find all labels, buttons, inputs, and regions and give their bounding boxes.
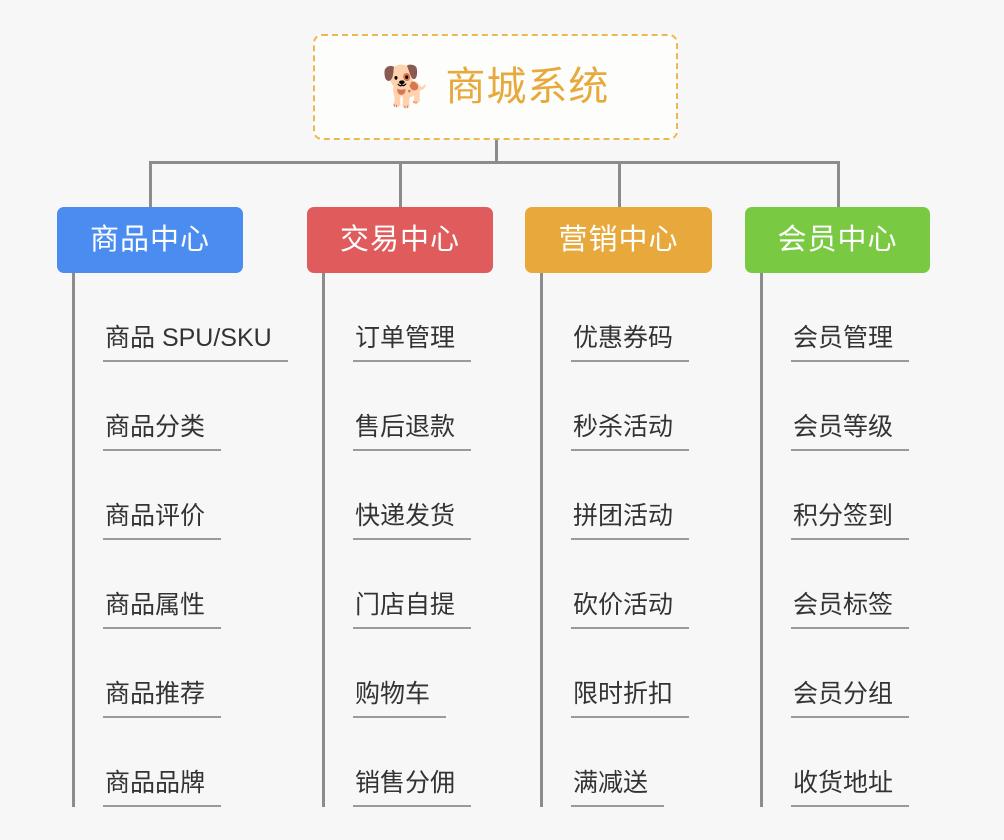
leaf-underline: 售后退款 — [353, 413, 472, 451]
leaf-underline: 订单管理 — [353, 324, 472, 362]
leaf-item-label: 商品评价 — [105, 502, 206, 530]
leaf-item-label: 拼团活动 — [573, 502, 674, 530]
leaf-item[interactable]: 商品推荐 — [72, 629, 288, 718]
leaf-item[interactable]: 商品属性 — [72, 540, 288, 629]
leaf-item-label: 门店自提 — [355, 591, 456, 619]
branch-spine-member-center — [760, 273, 763, 807]
leaf-item[interactable]: 门店自提 — [322, 540, 472, 629]
leaf-underline: 销售分佣 — [353, 769, 472, 807]
leaf-item-label: 秒杀活动 — [573, 413, 674, 441]
leaf-underline: 满减送 — [571, 769, 665, 807]
leaf-item[interactable]: 快递发货 — [322, 451, 472, 540]
leaf-item[interactable]: 商品评价 — [72, 451, 288, 540]
leaf-item[interactable]: 会员标签 — [760, 540, 910, 629]
leaf-item-label: 销售分佣 — [355, 769, 456, 797]
branch-header-marketing-center[interactable]: 营销中心 — [525, 207, 712, 273]
leaf-item-label: 商品分类 — [105, 413, 206, 441]
leaf-item-label: 商品推荐 — [105, 680, 206, 708]
leaf-item[interactable]: 会员分组 — [760, 629, 910, 718]
leaf-underline: 拼团活动 — [571, 502, 690, 540]
leaf-item[interactable]: 秒杀活动 — [540, 362, 690, 451]
leaf-item[interactable]: 收货地址 — [760, 718, 910, 807]
leaf-item[interactable]: 商品分类 — [72, 362, 288, 451]
branch-header-product-center[interactable]: 商品中心 — [57, 207, 243, 273]
leaf-item-label: 商品品牌 — [105, 769, 206, 797]
leaf-item-label: 会员等级 — [793, 413, 894, 441]
leaf-list-product-center: 商品 SPU/SKU 商品分类商品评价商品属性商品推荐商品品牌 — [72, 273, 288, 807]
leaf-item[interactable]: 砍价活动 — [540, 540, 690, 629]
leaf-item-label: 砍价活动 — [573, 591, 674, 619]
leaf-item-label: 收货地址 — [793, 769, 894, 797]
leaf-item[interactable]: 销售分佣 — [322, 718, 472, 807]
leaf-underline: 优惠券码 — [571, 324, 690, 362]
leaf-item[interactable]: 商品品牌 — [72, 718, 288, 807]
leaf-item[interactable]: 优惠券码 — [540, 273, 690, 362]
leaf-underline: 收货地址 — [791, 769, 910, 807]
leaf-underline: 砍价活动 — [571, 591, 690, 629]
branch-header-member-center[interactable]: 会员中心 — [745, 207, 930, 273]
leaf-item-label: 购物车 — [355, 680, 431, 708]
leaf-underline: 限时折扣 — [571, 680, 690, 718]
leaf-item[interactable]: 满减送 — [540, 718, 689, 807]
leaf-item[interactable]: 售后退款 — [322, 362, 472, 451]
leaf-item-label: 订单管理 — [355, 324, 456, 352]
leaf-item-label: 积分签到 — [793, 502, 894, 530]
branch-header-label: 会员中心 — [777, 223, 898, 256]
leaf-underline: 会员等级 — [791, 413, 910, 451]
connector-branch-drop-marketing-center — [618, 161, 621, 209]
branch-spine-marketing-center — [540, 273, 543, 807]
root-node[interactable]: 🐕 商城系统 — [313, 34, 678, 140]
branch-header-trade-center[interactable]: 交易中心 — [307, 207, 493, 273]
leaf-underline: 商品分类 — [103, 413, 222, 451]
leaf-item-label: 商品属性 — [105, 591, 206, 619]
branch-spine-product-center — [72, 273, 75, 807]
leaf-underline: 商品评价 — [103, 502, 222, 540]
leaf-item[interactable]: 会员管理 — [760, 273, 910, 362]
leaf-list-marketing-center: 优惠券码秒杀活动拼团活动砍价活动限时折扣满减送 — [540, 273, 690, 807]
connector-branch-drop-member-center — [837, 161, 840, 209]
leaf-underline: 秒杀活动 — [571, 413, 690, 451]
leaf-item-label: 会员分组 — [793, 680, 894, 708]
leaf-list-trade-center: 订单管理售后退款快递发货门店自提购物车销售分佣 — [322, 273, 472, 807]
leaf-item-label: 会员标签 — [793, 591, 894, 619]
leaf-underline: 商品属性 — [103, 591, 222, 629]
leaf-item-label: 满减送 — [573, 769, 649, 797]
branch-header-label: 交易中心 — [339, 223, 460, 256]
leaf-item[interactable]: 拼团活动 — [540, 451, 690, 540]
leaf-item[interactable]: 积分签到 — [760, 451, 910, 540]
leaf-item-label: 商品 SPU/SKU — [105, 324, 272, 352]
leaf-underline: 快递发货 — [353, 502, 472, 540]
leaf-underline: 门店自提 — [353, 591, 472, 629]
leaf-item[interactable]: 购物车 — [322, 629, 471, 718]
leaf-underline: 商品品牌 — [103, 769, 222, 807]
leaf-underline: 商品 SPU/SKU — [103, 326, 288, 362]
leaf-item[interactable]: 会员等级 — [760, 362, 910, 451]
connector-root-stem — [495, 140, 498, 164]
leaf-item-label: 会员管理 — [793, 324, 894, 352]
leaf-underline: 积分签到 — [791, 502, 910, 540]
leaf-underline: 购物车 — [353, 680, 447, 718]
branch-header-label: 营销中心 — [558, 223, 679, 256]
connector-branch-drop-trade-center — [399, 161, 402, 209]
connector-horizontal-bus — [149, 161, 840, 164]
leaf-underline: 商品推荐 — [103, 680, 222, 718]
branch-header-label: 商品中心 — [89, 223, 210, 256]
leaf-underline: 会员标签 — [791, 591, 910, 629]
leaf-item[interactable]: 限时折扣 — [540, 629, 690, 718]
leaf-underline: 会员管理 — [791, 324, 910, 362]
leaf-item[interactable]: 商品 SPU/SKU — [72, 273, 288, 362]
leaf-item-label: 售后退款 — [355, 413, 456, 441]
leaf-underline: 会员分组 — [791, 680, 910, 718]
leaf-item-label: 优惠券码 — [573, 324, 674, 352]
connector-branch-drop-product-center — [149, 161, 152, 209]
leaf-item-label: 限时折扣 — [573, 680, 674, 708]
shiba-dog-face-icon: 🐕 — [381, 65, 432, 109]
leaf-item[interactable]: 订单管理 — [322, 273, 472, 362]
leaf-list-member-center: 会员管理会员等级积分签到会员标签会员分组收货地址 — [760, 273, 910, 807]
leaf-item-label: 快递发货 — [355, 502, 456, 530]
branch-spine-trade-center — [322, 273, 325, 807]
root-node-title: 商城系统 — [445, 65, 610, 109]
